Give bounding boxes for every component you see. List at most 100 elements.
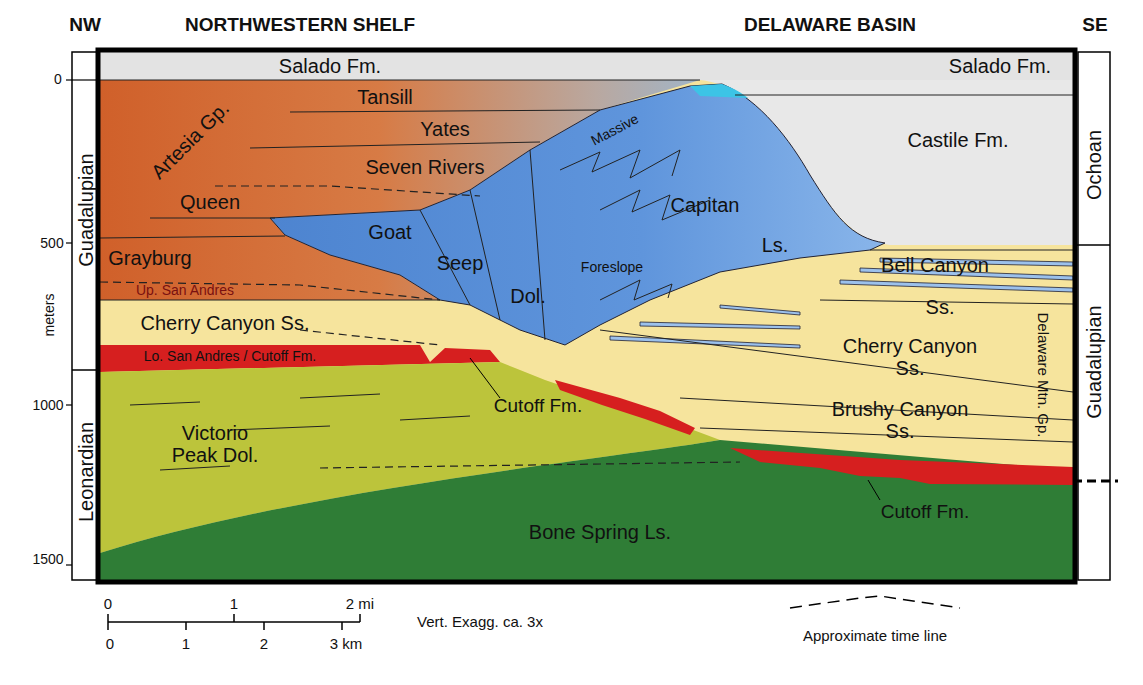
formation-label: Bone Spring Ls.	[529, 521, 671, 543]
leader-lines	[470, 358, 880, 500]
formation-label: Cutoff Fm.	[881, 502, 969, 523]
formation-label: 3 km	[330, 636, 363, 653]
age-column-right	[1078, 52, 1110, 580]
formation-label: Bell Canyon	[881, 254, 989, 276]
formation-label: Yates	[420, 118, 470, 140]
bedding-lines	[100, 300, 440, 301]
formation-label: 0	[104, 596, 112, 613]
foreslope-tongues	[610, 336, 800, 348]
formation-label: Up. San Andres	[136, 283, 234, 298]
formation-label: meters	[42, 294, 57, 337]
time-lines	[100, 186, 740, 468]
bedding-lines	[530, 150, 545, 340]
formation-label: Grayburg	[108, 247, 191, 269]
formation-label: Seep	[437, 252, 484, 274]
formation-label: SE	[1082, 15, 1107, 36]
bedding-lines	[100, 80, 700, 81]
scale-bar	[107, 614, 109, 630]
age-column-right	[1073, 52, 1118, 580]
age-column-left	[66, 52, 98, 580]
time-lines	[215, 186, 480, 196]
formation-label: Ss.	[926, 296, 955, 318]
bedding-lines	[290, 110, 600, 112]
formation-label: Ls.	[762, 234, 789, 256]
foreslope-tongues	[840, 280, 1073, 292]
formation-label: NW	[69, 15, 101, 36]
strata	[690, 84, 748, 98]
formation-label: Guadalupian	[75, 153, 97, 266]
leader-lines	[470, 358, 500, 398]
bedding-lines	[600, 280, 672, 300]
formation-label: Capitan	[671, 194, 740, 216]
strata	[100, 52, 1073, 580]
formation-label: Castile Fm.	[907, 129, 1008, 151]
strata	[730, 448, 1073, 485]
bedding-lines	[560, 150, 680, 178]
foreslope-tongues	[610, 258, 1073, 348]
formation-label: Tansill	[357, 86, 413, 108]
formation-label: 500	[40, 236, 63, 251]
time-lines	[320, 462, 740, 468]
formation-label: Foreslope	[581, 260, 643, 275]
bedding-lines	[300, 394, 380, 398]
formation-label: NORTHWESTERN SHELF	[185, 15, 415, 36]
formation-label: Salado Fm.	[949, 55, 1051, 77]
age-column-left	[66, 79, 98, 80]
strata	[100, 52, 1073, 80]
bedding-lines	[100, 236, 285, 238]
formation-label: Guadalupian	[1083, 305, 1105, 418]
formation-label: 2	[260, 636, 268, 653]
scale-bar	[263, 622, 265, 630]
formation-label: 0	[54, 72, 62, 87]
legend-text: Approximate time line	[803, 628, 947, 645]
formation-label: Goat	[368, 221, 411, 243]
formation-label: Massive	[589, 111, 642, 149]
age-column-left	[72, 52, 98, 580]
age-column-left	[66, 564, 72, 565]
formation-label: Leonardian	[75, 422, 97, 522]
formation-label: Lo. San Andres / Cutoff Fm.	[144, 349, 317, 364]
time-lines	[300, 330, 440, 345]
formation-label: DELAWARE BASIN	[744, 15, 916, 36]
formation-label: Queen	[180, 191, 240, 213]
foreslope-tongues	[720, 305, 800, 315]
age-column-right	[1073, 480, 1118, 483]
formation-label: Cherry Canyon Ss.	[828, 335, 993, 379]
formation-label: 1	[182, 636, 190, 653]
formation-label: 2 mi	[346, 596, 374, 613]
age-column-left	[66, 242, 72, 243]
formation-label: Seven Rivers	[366, 156, 485, 178]
formation-label: Ochoan	[1083, 130, 1105, 200]
frame	[98, 50, 1075, 582]
bedding-lines	[870, 250, 1073, 251]
formation-label: 1000	[32, 398, 63, 413]
formation-label: Artesia Gp.	[147, 97, 233, 183]
formation-label: Vert. Exagg. ca. 3x	[417, 614, 543, 631]
formation-label: Cutoff Fm.	[494, 396, 582, 417]
bedding-lines	[735, 95, 1073, 96]
age-column-left	[66, 404, 72, 405]
leader-lines	[868, 480, 880, 500]
bedding-lines	[100, 80, 1073, 470]
age-column-right	[1073, 244, 1110, 246]
scale-bar	[185, 622, 187, 630]
formation-label: Delaware Mtn. Gp.	[1035, 312, 1052, 437]
bedding-lines	[150, 218, 275, 219]
scale-bar	[108, 614, 360, 630]
scale-bar	[341, 622, 343, 630]
formation-label: 0	[106, 636, 114, 653]
time-lines	[100, 282, 440, 300]
foreslope-tongues	[640, 322, 800, 329]
bedding-lines	[160, 466, 230, 470]
formation-label: Salado Fm.	[279, 55, 381, 77]
age-column-left	[72, 369, 98, 371]
scale-bar	[359, 614, 361, 622]
formation-label: Brushy Canyon Ss.	[825, 398, 975, 442]
scale-bar	[233, 614, 235, 622]
formation-label: Dol.	[510, 285, 546, 307]
legend-sample	[790, 596, 960, 608]
formation-label: Cherry Canyon Ss.	[141, 312, 310, 334]
bedding-lines	[400, 416, 470, 420]
formation-label: 1500	[32, 552, 63, 567]
